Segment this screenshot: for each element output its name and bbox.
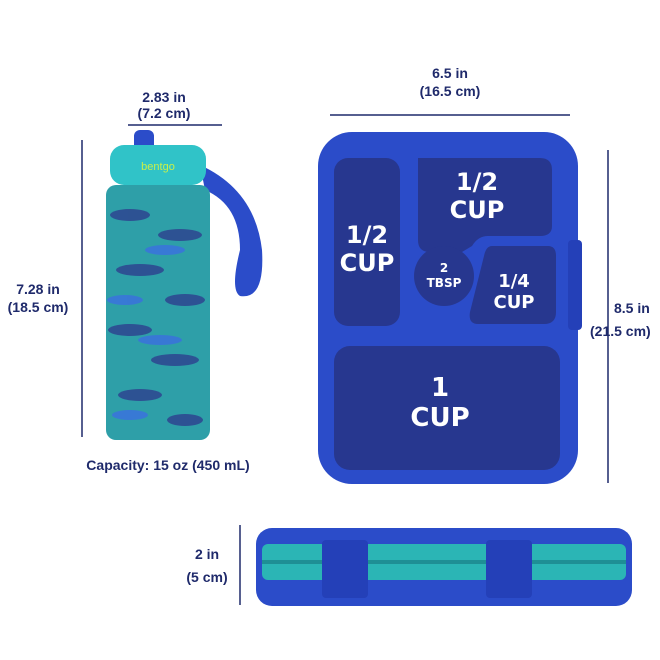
lunchbox-top-view: 1/2 CUP 1/2 CUP 2 TBSP 1/4 CUP 1 CUP — [318, 132, 582, 484]
bottle-height-metric: (18.5 cm) — [8, 299, 69, 315]
bottle-brand-logo: bentgo — [141, 161, 175, 173]
compartment-label: CUP — [410, 403, 469, 433]
compartment-label: 1/4 — [498, 271, 530, 292]
compartment-half-cup-right — [418, 158, 552, 252]
box-depth-label: 2 in — [195, 546, 219, 562]
bottle-width-metric: (7.2 cm) — [138, 105, 191, 121]
compartment-label: 1/2 — [456, 168, 498, 196]
box-width-metric: (16.5 cm) — [420, 83, 481, 99]
box-height-metric: (21.5 cm) — [590, 323, 651, 339]
bottle-cap — [110, 145, 206, 185]
bottle-width-label: 2.83 in — [142, 89, 186, 105]
compartment-label: CUP — [450, 196, 505, 224]
compartment-label: 1/2 — [346, 221, 388, 249]
bottle-body — [106, 185, 210, 440]
compartment-label: 1 — [431, 373, 449, 403]
box-depth-metric: (5 cm) — [186, 569, 227, 585]
compartment-label: TBSP — [427, 276, 462, 290]
lunchbox-side-view — [256, 528, 632, 606]
compartment-quarter-cup — [469, 246, 556, 324]
bottle-strap — [200, 165, 263, 297]
compartment-label: 2 — [440, 261, 448, 275]
compartment-2-tbsp — [414, 246, 474, 306]
box-width-label: 6.5 in — [432, 65, 468, 81]
bottle-height-label: 7.28 in — [16, 281, 60, 297]
side-latch — [322, 540, 368, 598]
box-height-label: 8.5 in — [614, 300, 650, 316]
compartment-half-cup-left — [334, 158, 400, 326]
side-latch — [486, 540, 532, 598]
compartment-label: CUP — [340, 249, 395, 277]
compartment-label: CUP — [493, 292, 534, 313]
bottle-capacity: Capacity: 15 oz (450 mL) — [86, 457, 249, 473]
compartment-one-cup — [334, 346, 560, 470]
water-bottle-image: bentgo — [106, 130, 263, 440]
